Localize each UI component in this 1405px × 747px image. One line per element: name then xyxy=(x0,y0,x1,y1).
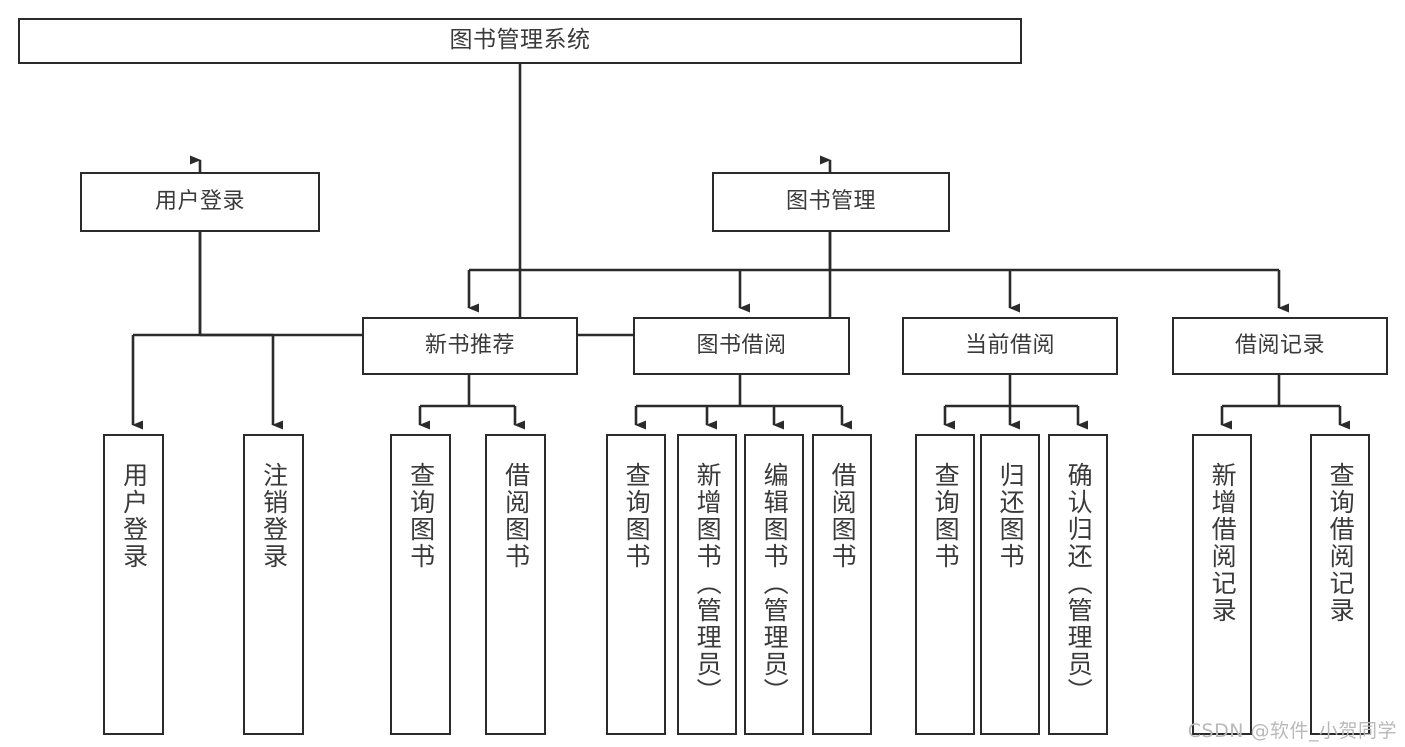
leaf-edit-book-admin[interactable]: 编辑图书（管理员） xyxy=(744,434,804,735)
node-label: 查询图书 xyxy=(622,462,652,570)
node-user-login[interactable]: 用户登录 xyxy=(80,172,320,232)
leaf-confirm-return-admin[interactable]: 确认归还（管理员） xyxy=(1048,434,1108,735)
node-book-management[interactable]: 图书管理 xyxy=(712,172,950,232)
node-label: 查询借阅记录 xyxy=(1326,462,1356,624)
leaf-user-logout[interactable]: 注销登录 xyxy=(243,434,304,735)
leaf-query-book-borrow[interactable]: 查询图书 xyxy=(606,434,666,735)
leaf-add-borrow-record[interactable]: 新增借阅记录 xyxy=(1192,434,1252,735)
node-label: 编辑图书（管理员） xyxy=(760,462,790,705)
leaf-return-book[interactable]: 归还图书 xyxy=(980,434,1040,735)
node-label: 图书借阅 xyxy=(696,333,787,359)
leaf-user-login[interactable]: 用户登录 xyxy=(103,434,164,735)
leaf-borrow-book-recommend[interactable]: 借阅图书 xyxy=(485,434,546,735)
node-label: 新增图书（管理员） xyxy=(693,462,723,705)
node-new-book-recommend[interactable]: 新书推荐 xyxy=(362,317,578,375)
leaf-borrow-book-borrow[interactable]: 借阅图书 xyxy=(812,434,872,735)
node-label: 确认归还（管理员） xyxy=(1064,462,1094,705)
leaf-add-book-admin[interactable]: 新增图书（管理员） xyxy=(677,434,737,735)
node-label: 当前借阅 xyxy=(964,333,1055,359)
node-current-borrow[interactable]: 当前借阅 xyxy=(902,317,1118,375)
node-label: 新书推荐 xyxy=(424,333,515,359)
node-label: 查询图书 xyxy=(931,462,961,570)
node-label: 新增借阅记录 xyxy=(1208,462,1238,624)
node-book-management-system[interactable]: 图书管理系统 xyxy=(18,18,1022,64)
leaf-query-borrow-record[interactable]: 查询借阅记录 xyxy=(1310,434,1370,735)
csdn-watermark: CSDN @软件_小贺同学 xyxy=(1187,720,1397,742)
node-label: 图书管理系统 xyxy=(449,27,591,54)
node-borrow-record[interactable]: 借阅记录 xyxy=(1172,317,1388,375)
node-label: 借阅图书 xyxy=(828,462,858,570)
node-label: 用户登录 xyxy=(119,462,149,570)
node-label: 注销登录 xyxy=(259,462,289,570)
node-label: 图书管理 xyxy=(785,189,876,215)
node-label: 借阅记录 xyxy=(1234,333,1325,359)
node-label: 借阅图书 xyxy=(501,462,531,570)
node-label: 归还图书 xyxy=(996,462,1026,570)
leaf-query-book-recommend[interactable]: 查询图书 xyxy=(390,434,451,735)
node-label: 查询图书 xyxy=(406,462,436,570)
node-book-borrow[interactable]: 图书借阅 xyxy=(633,317,850,375)
node-label: 用户登录 xyxy=(154,189,245,215)
leaf-query-book-current[interactable]: 查询图书 xyxy=(915,434,975,735)
